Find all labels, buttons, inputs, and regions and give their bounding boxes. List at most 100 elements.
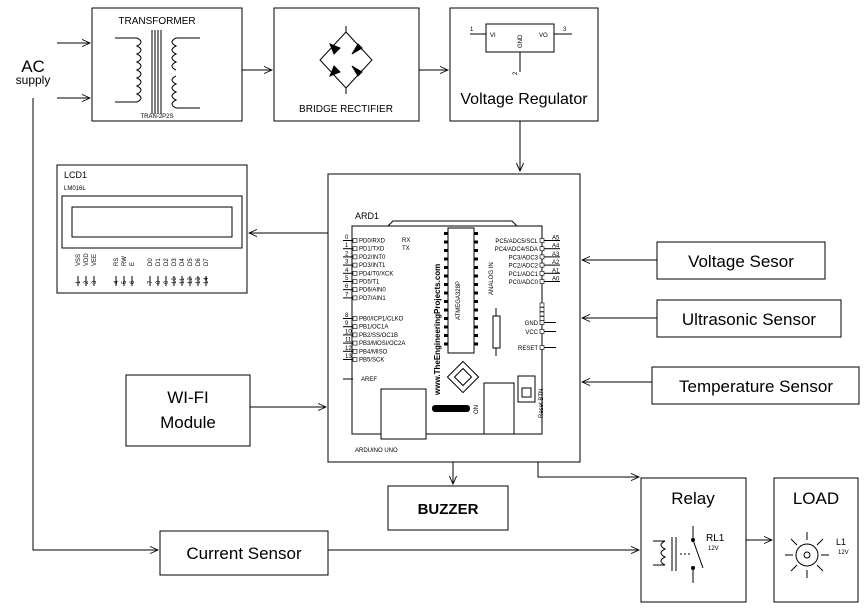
arduino-analog-pin-label: PC5/ADC5/SCL bbox=[495, 239, 538, 245]
arduino-analog-pin-number: A5 bbox=[552, 236, 560, 242]
lcd-pin-label: D2 bbox=[164, 258, 170, 266]
arduino-analog-pin-number: A1 bbox=[552, 268, 560, 274]
regulator-vo-label: VO bbox=[539, 33, 548, 39]
arduino-pin-number: 10 bbox=[345, 329, 352, 335]
lcd-pin-label: D7 bbox=[204, 258, 210, 266]
arduino-analog-label: ANALOG IN bbox=[489, 262, 495, 295]
arduino-analog-pin-number: A4 bbox=[552, 244, 560, 250]
arduino-website: www.TheEngineeringProjects.com bbox=[433, 264, 442, 396]
arduino-analog-pin-number: A3 bbox=[552, 252, 560, 258]
arduino-pin-label: PD0/RXD bbox=[359, 239, 386, 245]
temperature-sensor-block: Temperature Sensor bbox=[651, 366, 860, 405]
arduino-pin-label: PB1/OC1A bbox=[359, 325, 388, 331]
arduino-pin-label: PD4/T0/XCK bbox=[359, 271, 393, 277]
bridge-rectifier-label: BRIDGE RECTIFIER bbox=[299, 104, 393, 115]
lcd-pin-number: 10 bbox=[172, 277, 178, 284]
lcd-pin-number: 11 bbox=[180, 277, 186, 284]
regulator-gnd-label: GND bbox=[518, 34, 524, 48]
arduino-pin-number: 1 bbox=[345, 243, 349, 249]
arduino-pin-label: PB3/MOSI/OC2A bbox=[359, 341, 405, 347]
lcd-pin-label: VDD bbox=[84, 253, 90, 266]
arduino-on-led bbox=[432, 405, 470, 412]
arduino-pin-label: PB5/SCK bbox=[359, 358, 384, 364]
lcd-pin-number: 4 bbox=[114, 280, 120, 284]
lamp-icon bbox=[785, 532, 829, 578]
relay-block: Relay RL1 12V bbox=[640, 477, 747, 603]
arduino-pin-number: 9 bbox=[345, 321, 349, 327]
transformer-part: TRAN-2P2S bbox=[140, 114, 173, 120]
arduino-analog-pin-label: PC3/ADC3 bbox=[509, 255, 539, 261]
arduino-analog-pin-label: PC0/ADC0 bbox=[509, 280, 539, 286]
arduino-pin-number: 6 bbox=[345, 284, 349, 290]
lcd-pin-row: VSS1VDD2VEE3RS4RW5E6D07D18D29D310D411D51… bbox=[76, 253, 210, 286]
relay-part: RL1 bbox=[706, 533, 725, 544]
arduino-on-label: ON bbox=[474, 405, 480, 414]
voltage-sensor-label: Voltage Sesor bbox=[688, 252, 794, 271]
load-block: LOAD L1 12V bbox=[773, 477, 859, 603]
lcd-pin-number: 13 bbox=[196, 277, 202, 284]
arduino-pin-label: PD7/AIN1 bbox=[359, 296, 386, 302]
lcd-block: LCD1 LM016L VSS1VDD2VEE3RS4RW5E6D07D18D2… bbox=[56, 164, 248, 294]
usb-connector bbox=[380, 388, 427, 440]
wifi-line2: Module bbox=[160, 413, 216, 432]
lcd-pin-label: D5 bbox=[188, 258, 194, 266]
load-label: LOAD bbox=[793, 489, 839, 508]
atmega-chip-pins bbox=[444, 232, 478, 346]
arduino-to-relay-arrow bbox=[537, 462, 639, 477]
arduino-analog-pin-label: PC1/ADC1 bbox=[509, 272, 539, 278]
arduino-block: ARD1 PD0/RXD0PD1/TXD1PD2/INT02PD3/INT13P… bbox=[327, 173, 581, 463]
lcd-pin-label: VEE bbox=[92, 254, 98, 266]
arduino-gnd-label: GND bbox=[525, 321, 539, 327]
arduino-aref-label: AREF bbox=[361, 377, 377, 383]
reset-btn-label: Reset BTN bbox=[539, 389, 545, 418]
regulator-vi-label: VI bbox=[490, 33, 496, 39]
arduino-pin-number: 4 bbox=[345, 268, 349, 274]
atmega-chip-label: ATMEGA328P bbox=[456, 281, 462, 320]
lcd-pin-number: 14 bbox=[204, 277, 210, 284]
ac-to-current-sensor-arrow bbox=[32, 98, 158, 550]
arduino-pin-label: PB4/MISO bbox=[359, 349, 388, 355]
arduino-analog-pin-number: A2 bbox=[552, 260, 560, 266]
ultrasonic-sensor-block: Ultrasonic Sensor bbox=[656, 299, 842, 338]
lcd-pin-number: 5 bbox=[122, 280, 128, 284]
lcd-pin-label: E bbox=[130, 262, 136, 266]
arduino-pin-label: PD3/INT1 bbox=[359, 263, 386, 269]
regulator-pin2-num: 2 bbox=[513, 71, 519, 75]
arduino-logo-icon bbox=[446, 360, 480, 394]
bridge-rectifier-block: BRIDGE RECTIFIER bbox=[273, 7, 420, 122]
lcd-pin-label: D3 bbox=[172, 258, 178, 266]
lcd-pin-number: 1 bbox=[76, 280, 82, 284]
lcd-pin-label: D6 bbox=[196, 258, 202, 266]
lcd-pin-label: D4 bbox=[180, 258, 186, 266]
arduino-pin-label: PB0/ICP1/CLKO bbox=[359, 317, 404, 323]
transformer-block: TRANSFORMER TRAN-2P2S bbox=[91, 7, 243, 122]
relay-coil-icon bbox=[653, 526, 704, 583]
lcd-title: LCD1 bbox=[64, 170, 87, 180]
current-sensor-block: Current Sensor bbox=[159, 530, 329, 576]
arduino-tx-label: TX bbox=[402, 246, 410, 252]
buzzer-block: BUZZER bbox=[387, 485, 509, 531]
lcd-pin-number: 6 bbox=[130, 280, 136, 284]
arduino-title: ARD1 bbox=[355, 211, 379, 221]
lcd-pin-label: D0 bbox=[148, 258, 154, 266]
buzzer-label: BUZZER bbox=[418, 501, 479, 518]
load-rating: 12V bbox=[838, 550, 849, 556]
arduino-pin-label: PD2/INT0 bbox=[359, 255, 386, 261]
arduino-footer: ARDUINO UNO bbox=[355, 448, 398, 454]
transformer-icon bbox=[115, 30, 200, 114]
arduino-analog-pin-label: PC4/ADC4/SDA bbox=[495, 247, 538, 253]
arduino-pin-number: 2 bbox=[345, 251, 349, 257]
arduino-pin-number: 13 bbox=[345, 354, 352, 360]
power-jack bbox=[483, 382, 515, 435]
arduino-pin-number: 8 bbox=[345, 313, 349, 319]
lcd-pin-number: 7 bbox=[148, 280, 154, 284]
wifi-module-block: WI-FI Module bbox=[125, 374, 251, 447]
lcd-pin-label: RS bbox=[114, 258, 120, 266]
atmega-chip bbox=[447, 227, 475, 354]
transformer-title: TRANSFORMER bbox=[118, 16, 195, 27]
arduino-pin-number: 11 bbox=[345, 338, 352, 344]
arduino-pin-label: PB2/SS/OC1B bbox=[359, 333, 398, 339]
arduino-analog-pin-label: PC2/ADC2 bbox=[509, 264, 539, 270]
